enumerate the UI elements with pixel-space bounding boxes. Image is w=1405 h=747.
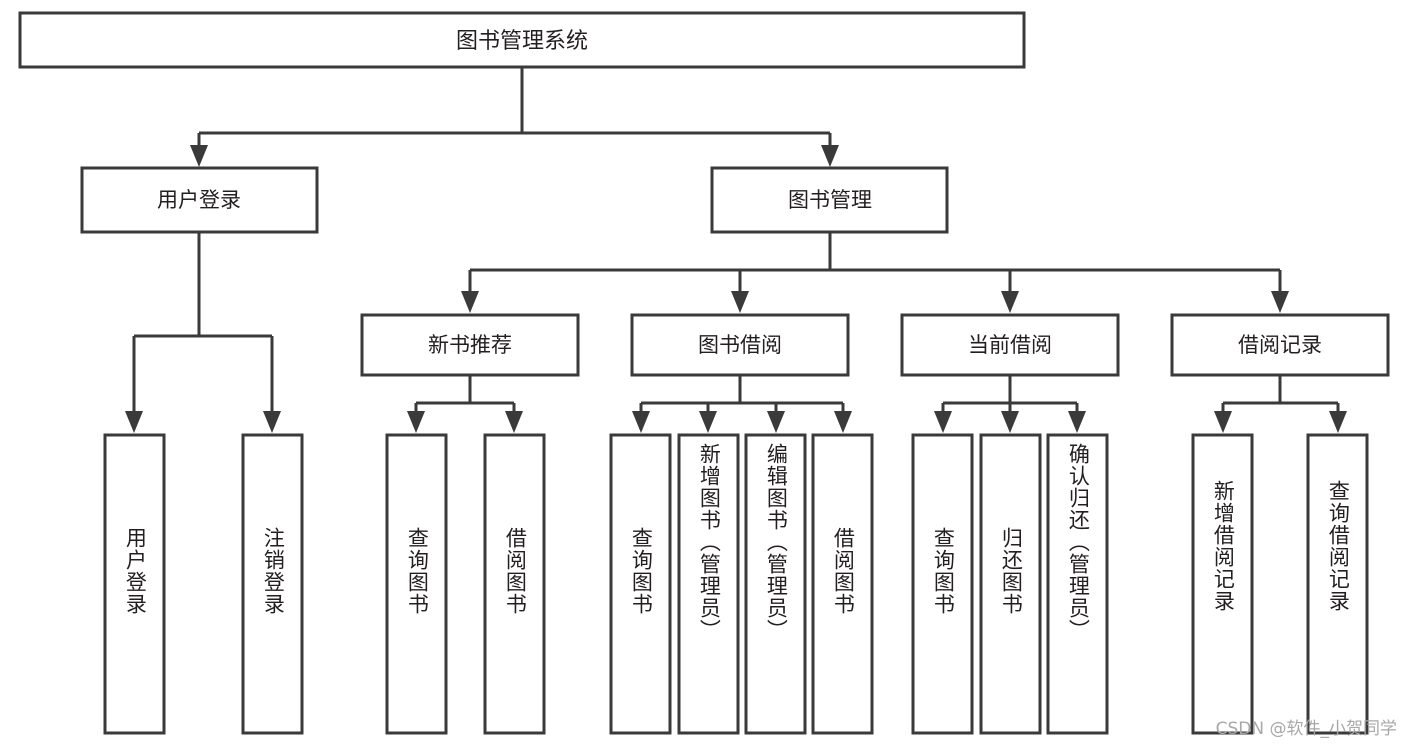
node-leaf-query-book-3-box[interactable] bbox=[911, 433, 974, 735]
node-book-manage-box bbox=[710, 166, 949, 234]
node-user-login-label: 用户登录 bbox=[157, 188, 241, 212]
node-leaf-add-record-box[interactable] bbox=[1191, 433, 1254, 735]
node-leaf-add-book-box[interactable] bbox=[677, 433, 740, 735]
node-book-borrow[interactable]: 图书借阅 bbox=[630, 313, 850, 377]
node-leaf-confirm-return-box[interactable] bbox=[1046, 433, 1109, 735]
node-borrow-record-box bbox=[1170, 313, 1390, 377]
leaf-boxes bbox=[103, 433, 1369, 735]
arrow-head-leaf-borrow-book-2 bbox=[834, 411, 852, 433]
connector-group-user-login bbox=[125, 232, 281, 433]
arrow-head-leaf-query-record bbox=[1329, 411, 1347, 433]
node-root[interactable]: 图书管理系统 bbox=[18, 11, 1026, 69]
node-leaf-query-book-2-box[interactable] bbox=[609, 433, 672, 735]
connector-group-book-manage bbox=[461, 232, 1289, 313]
node-current-borrow-label: 当前借阅 bbox=[968, 333, 1052, 357]
arrow-head-user-login bbox=[190, 145, 208, 167]
arrow-head-leaf-logout bbox=[263, 411, 281, 433]
connector-group-current-borrow bbox=[934, 375, 1086, 433]
node-leaf-user-login-box[interactable] bbox=[103, 433, 166, 735]
connector-group-book-borrow bbox=[632, 375, 852, 433]
arrow-head-borrow-record bbox=[1271, 291, 1289, 313]
node-new-book-recommend-box bbox=[360, 313, 580, 377]
connector-group-new-book-recommend bbox=[407, 375, 523, 433]
node-book-manage[interactable]: 图书管理 bbox=[710, 166, 949, 234]
node-current-borrow[interactable]: 当前借阅 bbox=[900, 313, 1120, 377]
node-leaf-borrow-book-2-box[interactable] bbox=[811, 433, 874, 735]
node-book-manage-label: 图书管理 bbox=[788, 188, 872, 212]
node-book-borrow-box bbox=[630, 313, 850, 377]
arrow-head-book-borrow bbox=[731, 291, 749, 313]
arrow-head-book-manage bbox=[821, 145, 839, 167]
arrow-head-leaf-user-login bbox=[125, 411, 143, 433]
connector-group-borrow-record bbox=[1214, 375, 1347, 433]
node-book-borrow-label: 图书借阅 bbox=[698, 333, 782, 357]
node-leaf-edit-book-box[interactable] bbox=[744, 433, 807, 735]
arrow-head-new-book-recommend bbox=[461, 291, 479, 313]
arrow-head-leaf-borrow-book-1 bbox=[505, 411, 523, 433]
arrow-head-leaf-edit-book bbox=[767, 411, 785, 433]
node-leaf-query-book-1-box[interactable] bbox=[385, 433, 448, 735]
node-leaf-borrow-book-1-box[interactable] bbox=[483, 433, 546, 735]
arrow-head-leaf-query-book-1 bbox=[407, 411, 425, 433]
arrow-head-current-borrow bbox=[1001, 291, 1019, 313]
arrow-head-leaf-return-book bbox=[1001, 411, 1019, 433]
arrow-head-leaf-query-book-2 bbox=[632, 411, 650, 433]
node-root-box bbox=[18, 11, 1026, 69]
node-leaf-query-record-box[interactable] bbox=[1306, 433, 1369, 735]
node-leaf-logout-box[interactable] bbox=[241, 433, 304, 735]
arrow-head-leaf-add-record bbox=[1214, 411, 1232, 433]
arrow-head-leaf-query-book-3 bbox=[934, 411, 952, 433]
node-current-borrow-box bbox=[900, 313, 1120, 377]
node-user-login-box bbox=[80, 166, 319, 234]
node-borrow-record[interactable]: 借阅记录 bbox=[1170, 313, 1390, 377]
node-leaf-return-book-box[interactable] bbox=[979, 433, 1042, 735]
node-user-login[interactable]: 用户登录 bbox=[80, 166, 319, 234]
node-borrow-record-label: 借阅记录 bbox=[1238, 333, 1322, 357]
node-new-book-recommend[interactable]: 新书推荐 bbox=[360, 313, 580, 377]
arrow-head-leaf-add-book bbox=[699, 411, 717, 433]
node-root-label: 图书管理系统 bbox=[456, 29, 588, 54]
arrow-head-leaf-confirm-return bbox=[1068, 411, 1086, 433]
node-new-book-recommend-label: 新书推荐 bbox=[428, 333, 512, 357]
connector-group-root bbox=[190, 67, 839, 167]
